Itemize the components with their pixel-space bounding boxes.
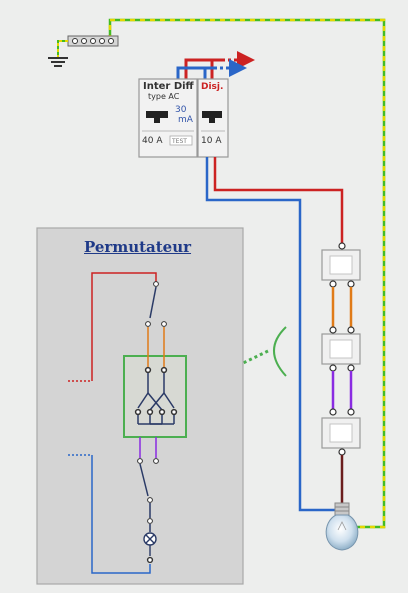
schematic-neutral-line [68, 454, 151, 574]
disjoncteur-rating: 10 A [201, 136, 222, 146]
inter-diff-breaker [138, 78, 198, 158]
schematic-orange-travelers [147, 327, 165, 367]
schematic-lamp-icon [143, 532, 157, 564]
traveler-wires-orange [331, 287, 353, 327]
inter-diff-test-button: TEST [172, 138, 187, 145]
light-bulb-icon [325, 502, 359, 551]
schematic-switch-1 [145, 281, 167, 327]
schematic-switch-2 [137, 458, 159, 532]
permutateur-highlight-box [123, 355, 187, 438]
neutral-wire [205, 157, 336, 512]
schematic-phase-line [68, 272, 157, 382]
supply-neutral-arrow [176, 59, 247, 79]
inter-diff-rating: 40 A [142, 136, 163, 146]
earth-wire [108, 18, 386, 529]
earth-terminal-bar [67, 35, 119, 47]
inter-diff-sensitivity-unit: mA [178, 115, 193, 125]
inter-diff-type: type AC [148, 92, 180, 101]
earth-ground-icon [48, 40, 68, 67]
disjoncteur-breaker [197, 78, 229, 158]
disjoncteur-name: Disj. [201, 82, 224, 92]
schematic-purple-travelers [139, 437, 157, 458]
inter-diff-name: Inter Diff [143, 81, 194, 92]
inter-diff-sensitivity-value: 30 [175, 105, 187, 115]
switch-va-et-vient-2 [321, 408, 361, 456]
phase-wire [213, 157, 344, 246]
traveler-wires-purple [331, 371, 353, 409]
switch-va-et-vient-1 [321, 242, 361, 288]
schematic-permutateur [134, 366, 178, 425]
switch-permutateur [321, 326, 361, 372]
diagram-title: Permutateur [84, 238, 192, 256]
